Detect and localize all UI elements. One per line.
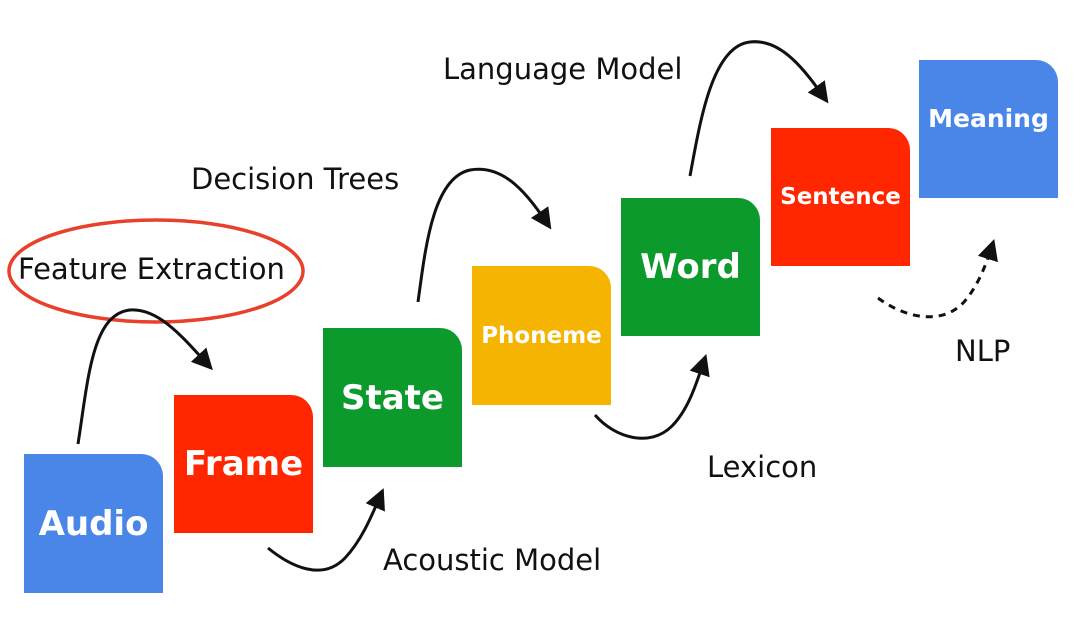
arrow-audio-to-frame: [76, 308, 213, 445]
stage-word: Word: [621, 198, 760, 336]
label-feature-extraction: Feature Extraction: [18, 252, 285, 286]
stage-frame-label: Frame: [183, 444, 304, 484]
stage-sentence-label: Sentence: [780, 184, 901, 210]
stage-audio: Audio: [24, 454, 163, 593]
label-lexicon: Lexicon: [707, 450, 818, 484]
label-decision-trees: Decision Trees: [191, 162, 400, 196]
arrow-sentence-to-meaning: [877, 238, 998, 319]
stage-phoneme-label: Phoneme: [481, 322, 602, 349]
stage-word-label: Word: [640, 247, 741, 287]
arrow-phoneme-to-word: [593, 354, 710, 440]
stage-phoneme: Phoneme: [472, 266, 611, 405]
arrow-frame-to-state: [267, 488, 385, 572]
arrow-word-to-sentence: [688, 40, 829, 177]
label-language-model: Language Model: [443, 52, 683, 86]
label-nlp: NLP: [955, 334, 1011, 368]
stage-meaning: Meaning: [919, 60, 1058, 198]
stage-sentence: Sentence: [771, 128, 910, 266]
label-acoustic-model: Acoustic Model: [383, 543, 602, 577]
stage-frame: Frame: [174, 395, 313, 533]
highlight-ring: [7, 218, 305, 324]
stage-state-label: State: [341, 377, 444, 418]
arrow-state-to-phoneme: [416, 167, 552, 303]
stage-audio-label: Audio: [38, 503, 149, 544]
stage-state: State: [323, 328, 462, 467]
stage-meaning-label: Meaning: [928, 104, 1049, 133]
